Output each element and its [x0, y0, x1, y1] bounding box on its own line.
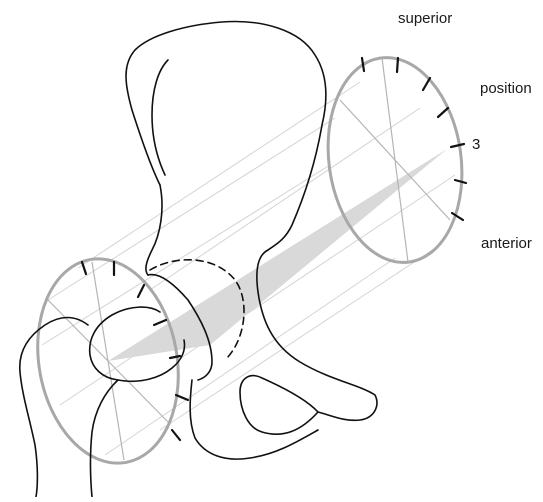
position-number-label: 3 — [472, 137, 480, 152]
right-dial-tick — [423, 78, 430, 90]
anterior-label: anterior — [481, 236, 532, 251]
left-dial-spoke — [92, 262, 108, 361]
right-dial-tick — [362, 58, 364, 71]
right-dial-spoke — [382, 58, 395, 160]
superior-label: superior — [398, 11, 452, 26]
iliac-crest-inner — [152, 60, 168, 175]
anterior-border — [146, 185, 162, 275]
femur-greater-trochanter — [20, 318, 88, 498]
bone-outlines — [20, 22, 377, 497]
position-label: position — [480, 81, 532, 96]
right-dial-tick — [451, 144, 464, 147]
ilium-outline — [126, 22, 326, 250]
left-dial-tick — [138, 285, 144, 297]
pubic-ramus — [190, 380, 318, 459]
right-dial-tick — [397, 58, 398, 72]
obturator-loop — [240, 376, 318, 435]
right-dial-tick — [455, 180, 466, 183]
left-dial-tick — [172, 430, 180, 440]
right-dial-tick — [438, 108, 448, 117]
left-dial-tick — [154, 320, 166, 325]
left-dial-spoke — [108, 361, 124, 460]
guide-lines — [42, 82, 455, 455]
left-dial-spoke — [108, 361, 168, 422]
